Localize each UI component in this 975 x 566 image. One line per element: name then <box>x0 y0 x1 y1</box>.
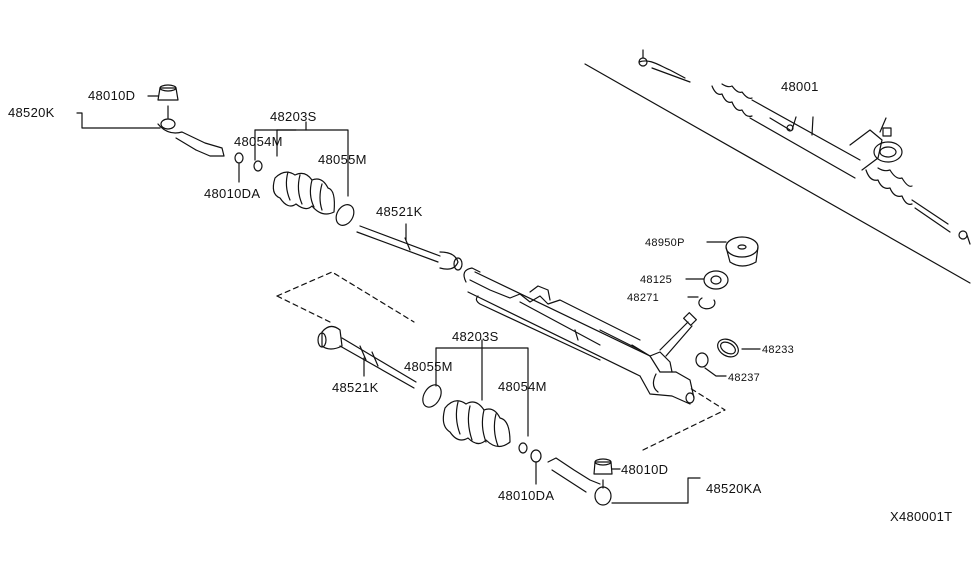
callout-nut-bottom[interactable]: 48010D <box>621 462 669 477</box>
callout-seal-ring[interactable]: 48233 <box>762 344 795 356</box>
callout-snap-ring[interactable]: 48271 <box>627 292 660 304</box>
bushing-top-icon <box>234 152 244 164</box>
band-top-icon <box>335 204 355 226</box>
callout-tie-rod-end-left[interactable]: 48520K <box>8 105 55 120</box>
callout-insulator[interactable]: 48950P <box>645 237 685 249</box>
diagram-id: X480001T <box>890 509 953 524</box>
bushing-bottom-icon <box>530 449 542 463</box>
gear-assembly-inset-icon <box>584 49 971 284</box>
callout-bushing-top[interactable]: 48010DA <box>204 186 261 201</box>
snap-ring-icon <box>698 297 716 310</box>
callout-bushing-bottom[interactable]: 48010DA <box>498 488 555 503</box>
callout-mount-rubber[interactable]: 48125 <box>640 274 673 286</box>
insulator-icon <box>725 236 759 267</box>
boot-bottom-icon <box>442 400 511 448</box>
callout-inner-socket-bottom[interactable]: 48521K <box>332 380 379 395</box>
callout-clip-small-bottom[interactable]: 48054M <box>498 379 547 394</box>
callout-clip-small-top[interactable]: 48054M <box>234 134 283 149</box>
inner-socket-top-icon <box>356 225 463 271</box>
gear-housing-icon <box>463 267 697 405</box>
callout-nut-top[interactable]: 48010D <box>88 88 136 103</box>
clip-small-bottom-icon <box>518 442 528 454</box>
clip-small-top-icon <box>253 160 263 172</box>
inner-socket-bottom-icon <box>317 325 417 389</box>
boot-top-icon <box>272 171 335 215</box>
callout-boot-top[interactable]: 48203S <box>270 109 317 124</box>
callout-boot-bottom[interactable]: 48203S <box>452 329 499 344</box>
callout-gear-assy[interactable]: 48001 <box>781 79 819 94</box>
nut-bottom-icon <box>593 458 613 475</box>
callout-inner-socket-top[interactable]: 48521K <box>376 204 423 219</box>
band-bottom-icon <box>422 384 442 408</box>
mount-rubber-icon <box>703 270 729 290</box>
seal-ring-icon <box>717 338 739 358</box>
callout-band-top[interactable]: 48055M <box>318 152 367 167</box>
callout-tie-rod-end-right[interactable]: 48520KA <box>706 481 762 496</box>
nut-top-icon <box>157 84 179 101</box>
callout-band-bottom[interactable]: 48055M <box>404 359 453 374</box>
callout-plug[interactable]: 48237 <box>728 372 761 384</box>
tie-rod-end-right-icon <box>547 457 612 506</box>
tie-rod-end-left-icon <box>157 105 225 157</box>
plug-icon <box>695 352 709 368</box>
